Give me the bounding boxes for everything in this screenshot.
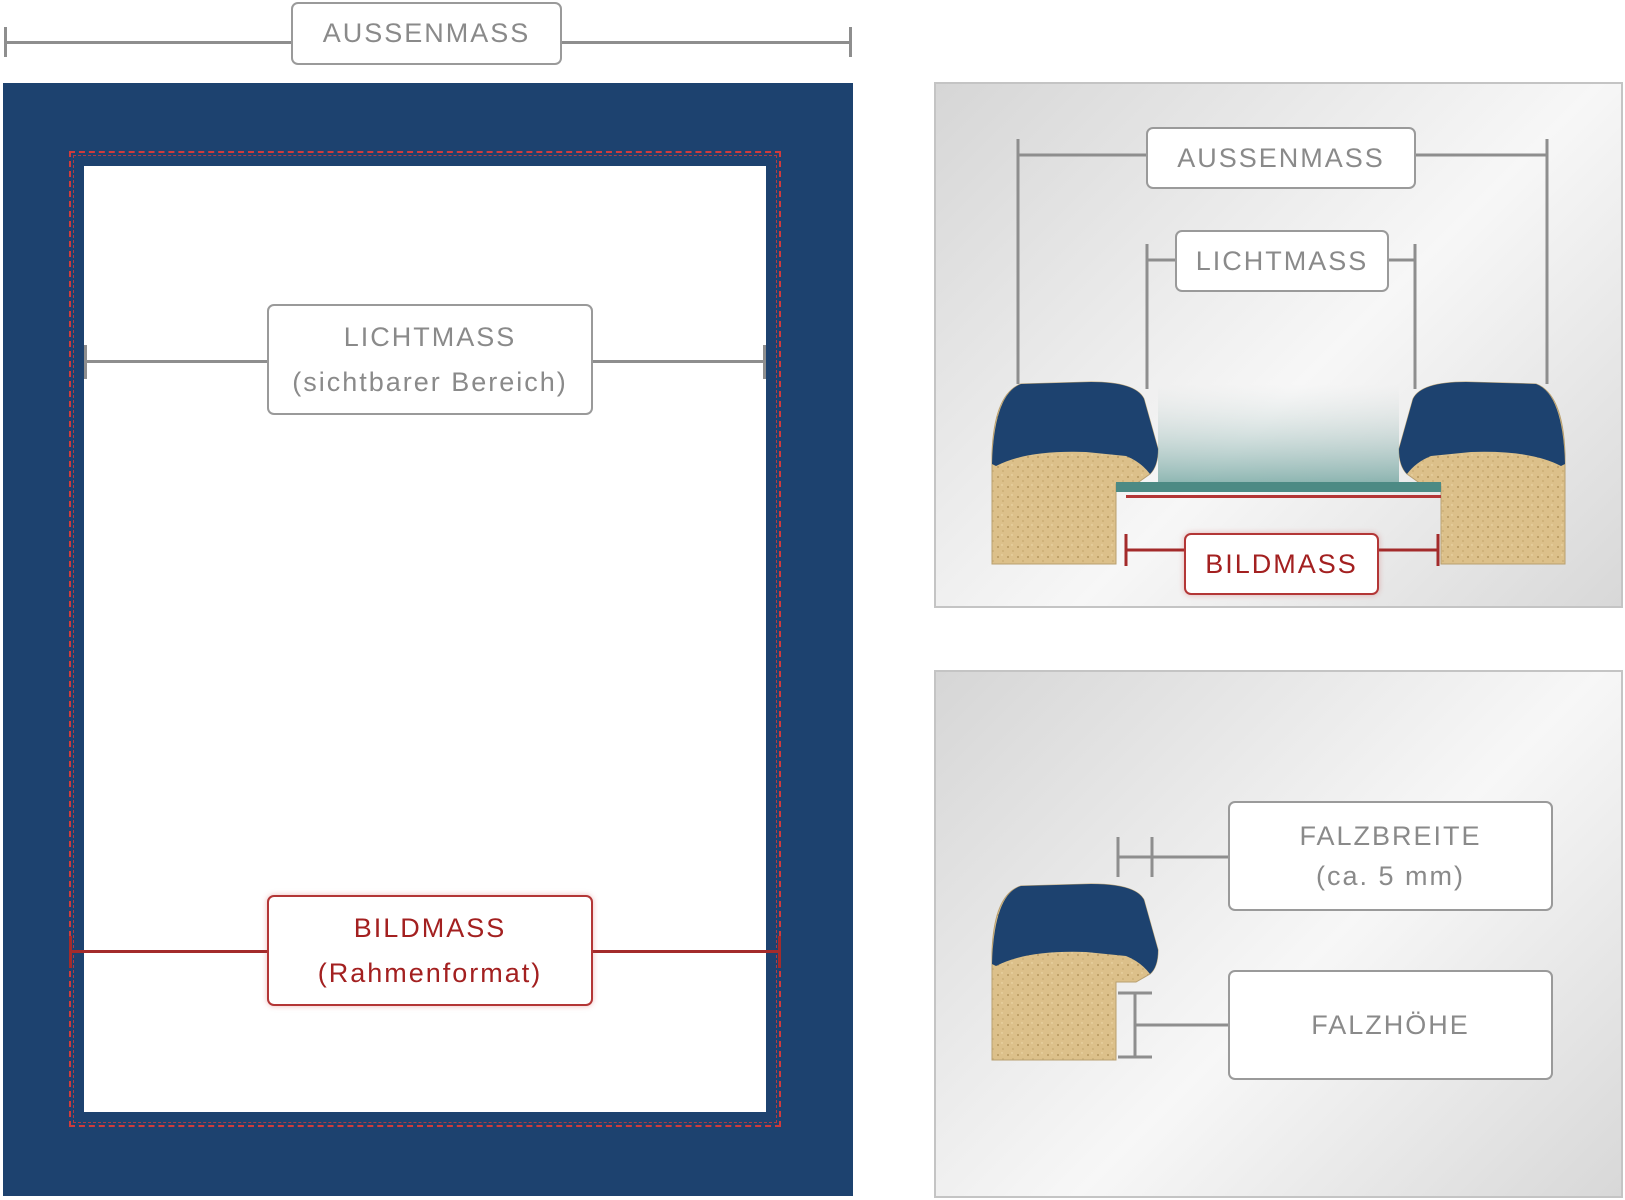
cross-section-panel: AUSSENMASS LICHTMASS BILDMASS [934, 82, 1623, 608]
rebate-height-text: FALZHÖHE [1311, 1009, 1470, 1040]
rebate-width-dim [1116, 837, 1228, 877]
image-dim-tick-left [69, 936, 72, 968]
light-dimension-title: LICHTMASS [343, 322, 517, 353]
image-dimension-subtitle: (Rahmenformat) [317, 957, 543, 988]
right-moulding [1398, 381, 1566, 565]
rebate-height-label: FALZHÖHE [1228, 970, 1553, 1080]
section-light-label: LICHTMASS [1175, 230, 1389, 292]
rebate-drawing [991, 837, 1228, 1061]
rebate-width-subtitle: (ca. 5 mm) [1315, 861, 1465, 891]
rebate-height-dim [1118, 991, 1228, 1059]
outer-dimension-label: AUSSENMASS [291, 2, 562, 65]
outer-dim-tick-right [849, 27, 852, 57]
picture-size-outline-inner [73, 155, 777, 1123]
light-dimension-label: LICHTMASS (sichtbarer Bereich) [267, 304, 593, 415]
picture-sheet [1126, 495, 1441, 498]
image-dim-tick-right [778, 936, 781, 968]
rebate-width-title: FALZBREITE [1299, 820, 1482, 851]
glass-pane [1116, 482, 1441, 492]
light-dim-tick-right [763, 345, 766, 379]
section-image-text: BILDMASS [1205, 548, 1358, 579]
image-dimension-label: BILDMASS (Rahmenformat) [267, 895, 593, 1006]
section-outer-text: AUSSENMASS [1177, 142, 1385, 173]
light-dim-tick-left [84, 345, 87, 379]
picture-size-outline [69, 151, 781, 1127]
rebate-panel: FALZBREITE (ca. 5 mm) FALZHÖHE [934, 670, 1623, 1198]
section-light-text: LICHTMASS [1195, 245, 1369, 276]
rebate-width-label: FALZBREITE (ca. 5 mm) [1228, 801, 1553, 911]
outer-dim-tick-left [4, 27, 7, 57]
section-image-label: BILDMASS [1184, 533, 1379, 595]
left-moulding [991, 381, 1159, 565]
light-dimension-subtitle: (sichtbarer Bereich) [292, 366, 568, 397]
rebate-moulding [991, 883, 1159, 1061]
glass-fade [1158, 384, 1399, 484]
image-dimension-title: BILDMASS [353, 913, 507, 944]
section-outer-label: AUSSENMASS [1146, 127, 1416, 189]
outer-dimension-text: AUSSENMASS [322, 18, 531, 49]
cross-section-drawing [991, 139, 1566, 566]
